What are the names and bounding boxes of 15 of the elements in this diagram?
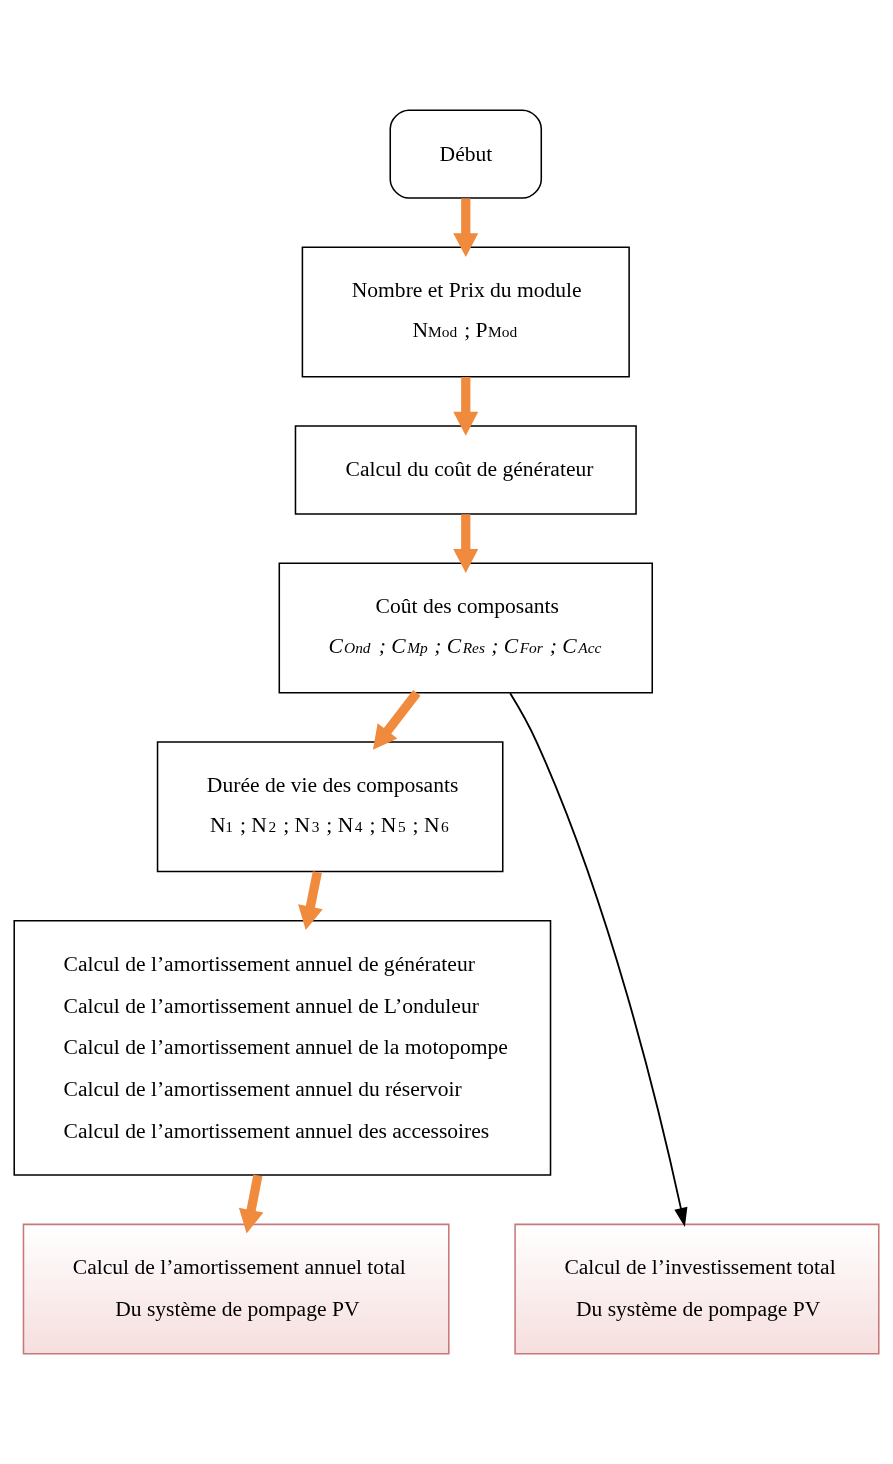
node-box: Nombre et Prix du module NMod ; PMod [301, 246, 630, 378]
arrow [238, 1174, 264, 1234]
arrow [453, 198, 479, 257]
node-box: Calcul de l’amortissement annuel total Du système de pompage PV [22, 1223, 450, 1355]
node-box: Calcul de l’amortissement annuel de générateur Calcul de l’amortissement annuel de L’onduleur Calcul de l’amortissement annuel de la motopompe Calcul de l’amortissement annuel du réservoir Calcul de l’amortissement annuel des accessoires [13, 920, 552, 1176]
node-box: Durée de vie des composants N1 ; N2 ; N3 ; N4 ; N5 ; N6 [156, 741, 504, 873]
arrow [509, 692, 688, 1227]
arrow [298, 871, 323, 931]
node-box: Début [389, 109, 543, 199]
arrow [372, 690, 421, 750]
node-box: Coût des composants COnd ; CMp ; CRes ; CFor ; CAcc [278, 562, 653, 694]
node-box: Calcul de l’investissement total Du système de pompage PV [514, 1223, 880, 1355]
arrow [453, 514, 479, 573]
node-box: Calcul du coût de générateur [294, 425, 637, 515]
arrow [453, 377, 479, 436]
